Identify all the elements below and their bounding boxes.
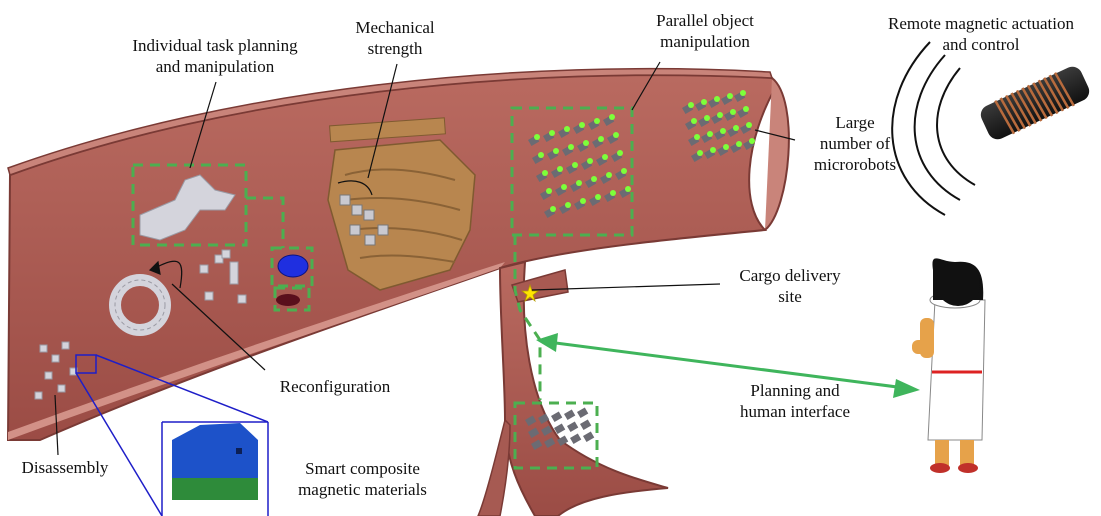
microrobot-marker	[550, 206, 556, 212]
magnetic-coil	[978, 63, 1093, 142]
microrobot-marker	[565, 202, 571, 208]
microrobot-marker	[621, 168, 627, 174]
microrobot-marker	[606, 172, 612, 178]
label-planning-interface: Planning and human interface	[715, 380, 875, 422]
microrobot-marker	[727, 93, 733, 99]
microrobot-marker	[730, 109, 736, 115]
microrobot-marker	[697, 150, 703, 156]
microrobot-marker	[609, 114, 615, 120]
microrobot-marker	[733, 125, 739, 131]
label-parallel-manipulation: Parallel object manipulation	[600, 10, 810, 52]
microrobot-marker	[625, 186, 631, 192]
microrobot-marker	[579, 122, 585, 128]
microrobot-marker	[602, 154, 608, 160]
microrobot-marker	[740, 90, 746, 96]
microrobot	[583, 432, 594, 443]
microrobot-marker	[587, 158, 593, 164]
microrobot-marker	[568, 144, 574, 150]
human-operator	[912, 258, 985, 473]
microrobot-marker	[557, 166, 563, 172]
microrobot-marker	[617, 150, 623, 156]
microrobot	[577, 408, 588, 419]
label-cargo-delivery: Cargo delivery site	[720, 265, 860, 307]
microrobot-marker	[743, 106, 749, 112]
microrobot-marker	[534, 134, 540, 140]
microrobot	[567, 422, 578, 433]
microrobot-marker	[542, 170, 548, 176]
microrobot-marker	[717, 112, 723, 118]
microrobot-marker	[576, 180, 582, 186]
label-disassembly: Disassembly	[5, 457, 125, 478]
microrobot-marker	[710, 147, 716, 153]
microrobot-marker	[688, 102, 694, 108]
microrobot-marker	[610, 190, 616, 196]
microrobot-marker	[591, 176, 597, 182]
label-mechanical-strength: Mechanical strength	[330, 17, 460, 59]
cargo-sphere	[278, 255, 308, 277]
microrobot-marker	[746, 122, 752, 128]
microrobot-marker	[749, 138, 755, 144]
microrobot	[580, 420, 591, 431]
branch-vessel	[478, 262, 668, 516]
microrobot-marker	[594, 118, 600, 124]
label-remote-actuation: Remote magnetic actuation and control	[862, 13, 1100, 55]
microrobot-marker	[572, 162, 578, 168]
microrobot-marker	[546, 188, 552, 194]
microrobot-marker	[691, 118, 697, 124]
microrobot-marker	[564, 126, 570, 132]
label-large-number: Large number of microrobots	[795, 112, 915, 175]
microrobot-marker	[701, 99, 707, 105]
microrobot	[570, 434, 581, 445]
microrobot-marker	[714, 96, 720, 102]
microrobot-marker	[583, 140, 589, 146]
label-individual-task: Individual task planning and manipulatio…	[100, 35, 330, 77]
microrobot-marker	[561, 184, 567, 190]
cargo-disc	[276, 294, 300, 306]
microrobot-marker	[553, 148, 559, 154]
microrobot-marker	[613, 132, 619, 138]
microrobot-marker	[598, 136, 604, 142]
microrobot-marker	[580, 198, 586, 204]
microrobot-marker	[549, 130, 555, 136]
label-smart-composite: Smart composite magnetic materials	[280, 458, 445, 500]
microrobot-marker	[723, 144, 729, 150]
microrobot	[551, 412, 562, 423]
label-reconfiguration: Reconfiguration	[260, 376, 410, 397]
microrobot-marker	[720, 128, 726, 134]
microrobot-marker	[707, 131, 713, 137]
microrobot-marker	[736, 141, 742, 147]
microrobot-marker	[694, 134, 700, 140]
microrobot-marker	[538, 152, 544, 158]
microrobot-marker	[704, 115, 710, 121]
microrobot	[564, 410, 575, 421]
microrobot-marker	[595, 194, 601, 200]
composite-material-block	[172, 423, 258, 500]
